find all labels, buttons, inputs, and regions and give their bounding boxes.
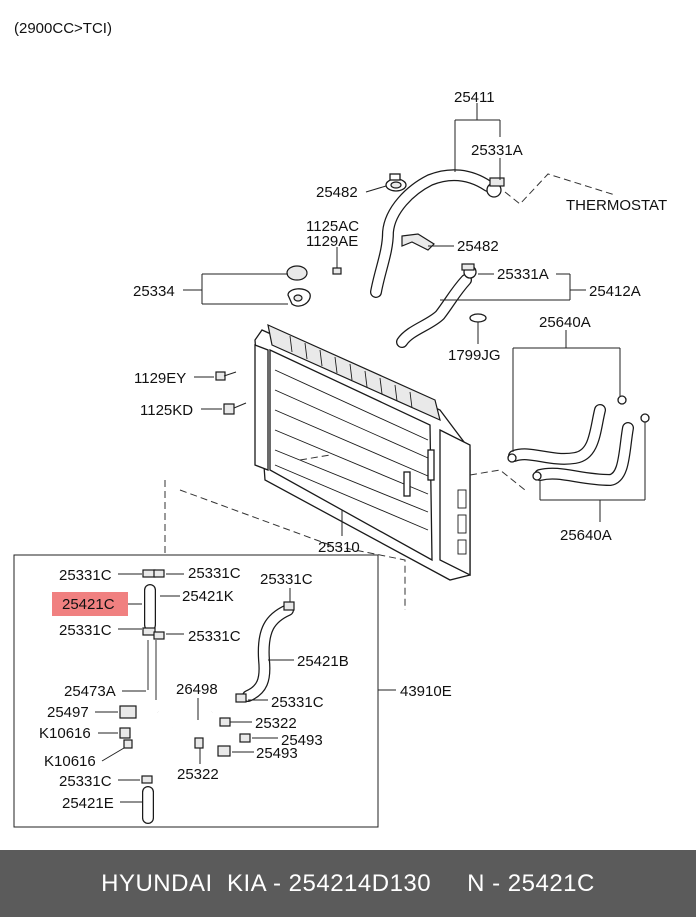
radiator-cap-25334 (286, 265, 311, 307)
label-25331C-2: 25331C (188, 565, 241, 582)
footer-bar: HYUNDAI KIA - 254214D130 N - 25421C (0, 850, 696, 917)
upper-hose-25411 (370, 169, 505, 298)
bolt-1125KD (223, 402, 247, 415)
highlight-25421C (52, 592, 128, 616)
leader-lines (164, 103, 646, 610)
oil-cooler-hoses-25640A (507, 395, 650, 487)
clamp-25482-top (385, 173, 407, 192)
label-25421E: 25421E (62, 795, 114, 812)
radiator-parts-diagram: (2900CC>TCI) (13, 20, 667, 828)
label-25412A: 25412A (589, 283, 641, 300)
label-25640A-top: 25640A (539, 314, 591, 331)
label-25493-a: 25493 (281, 732, 323, 749)
label-25322-b: 25322 (177, 766, 219, 783)
label-25421K: 25421K (182, 588, 234, 605)
footer-brand: HYUNDAI KIA - 254214D130 (101, 869, 432, 897)
lower-leader-lines (95, 573, 294, 803)
label-25493-b: 25493 (256, 745, 298, 762)
label-25497: 25497 (47, 704, 89, 721)
label-25331A-mid: 25331A (497, 266, 549, 283)
label-1125AC: 1125AC (306, 218, 359, 235)
variant-label: (2900CC>TCI) (14, 20, 112, 37)
label-25640A-bot: 25640A (560, 527, 612, 544)
bolt-1129EY (215, 371, 237, 381)
part-labels: 25411 25331A THERMOSTAT 25482 25482 1125… (39, 89, 667, 812)
clip-1799JG (469, 313, 487, 323)
label-25411: 25411 (454, 89, 495, 106)
label-K10616-a: K10616 (39, 725, 91, 742)
label-1129AE: 1129AE (306, 233, 358, 250)
bracket-25482 (401, 233, 435, 251)
label-25331C-6: 25331C (271, 694, 324, 711)
label-25331C-1: 25331C (59, 567, 112, 584)
label-25421C: 25421C (62, 596, 115, 613)
label-26498: 26498 (176, 681, 218, 698)
label-1799JG: 1799JG (448, 347, 501, 364)
label-25334: 25334 (133, 283, 175, 300)
radiator (254, 323, 471, 581)
label-25482-top: 25482 (316, 184, 358, 201)
label-25331C-7: 25331C (59, 773, 112, 790)
label-25331C-4: 25331C (59, 622, 112, 639)
label-25482-mid: 25482 (457, 238, 499, 255)
label-25331C-5: 25331C (188, 628, 241, 645)
label-thermostat: THERMOSTAT (566, 197, 667, 214)
label-25322-a: 25322 (255, 715, 297, 732)
bolt-1125AC (332, 253, 342, 275)
lower-hose-25412A (396, 263, 477, 348)
hose-kit-box-43910E (13, 554, 396, 828)
footer-part-number: N - 25421C (467, 869, 595, 897)
label-25421B: 25421B (297, 653, 349, 670)
label-1125KD: 1125KD (140, 402, 193, 419)
label-25331A-top: 25331A (471, 142, 523, 159)
label-25473A: 25473A (64, 683, 116, 700)
label-25331C-3: 25331C (260, 571, 313, 588)
label-K10616-b: K10616 (44, 753, 96, 770)
label-25310: 25310 (318, 539, 360, 556)
label-43910E: 43910E (400, 683, 452, 700)
label-1129EY: 1129EY (134, 370, 186, 387)
